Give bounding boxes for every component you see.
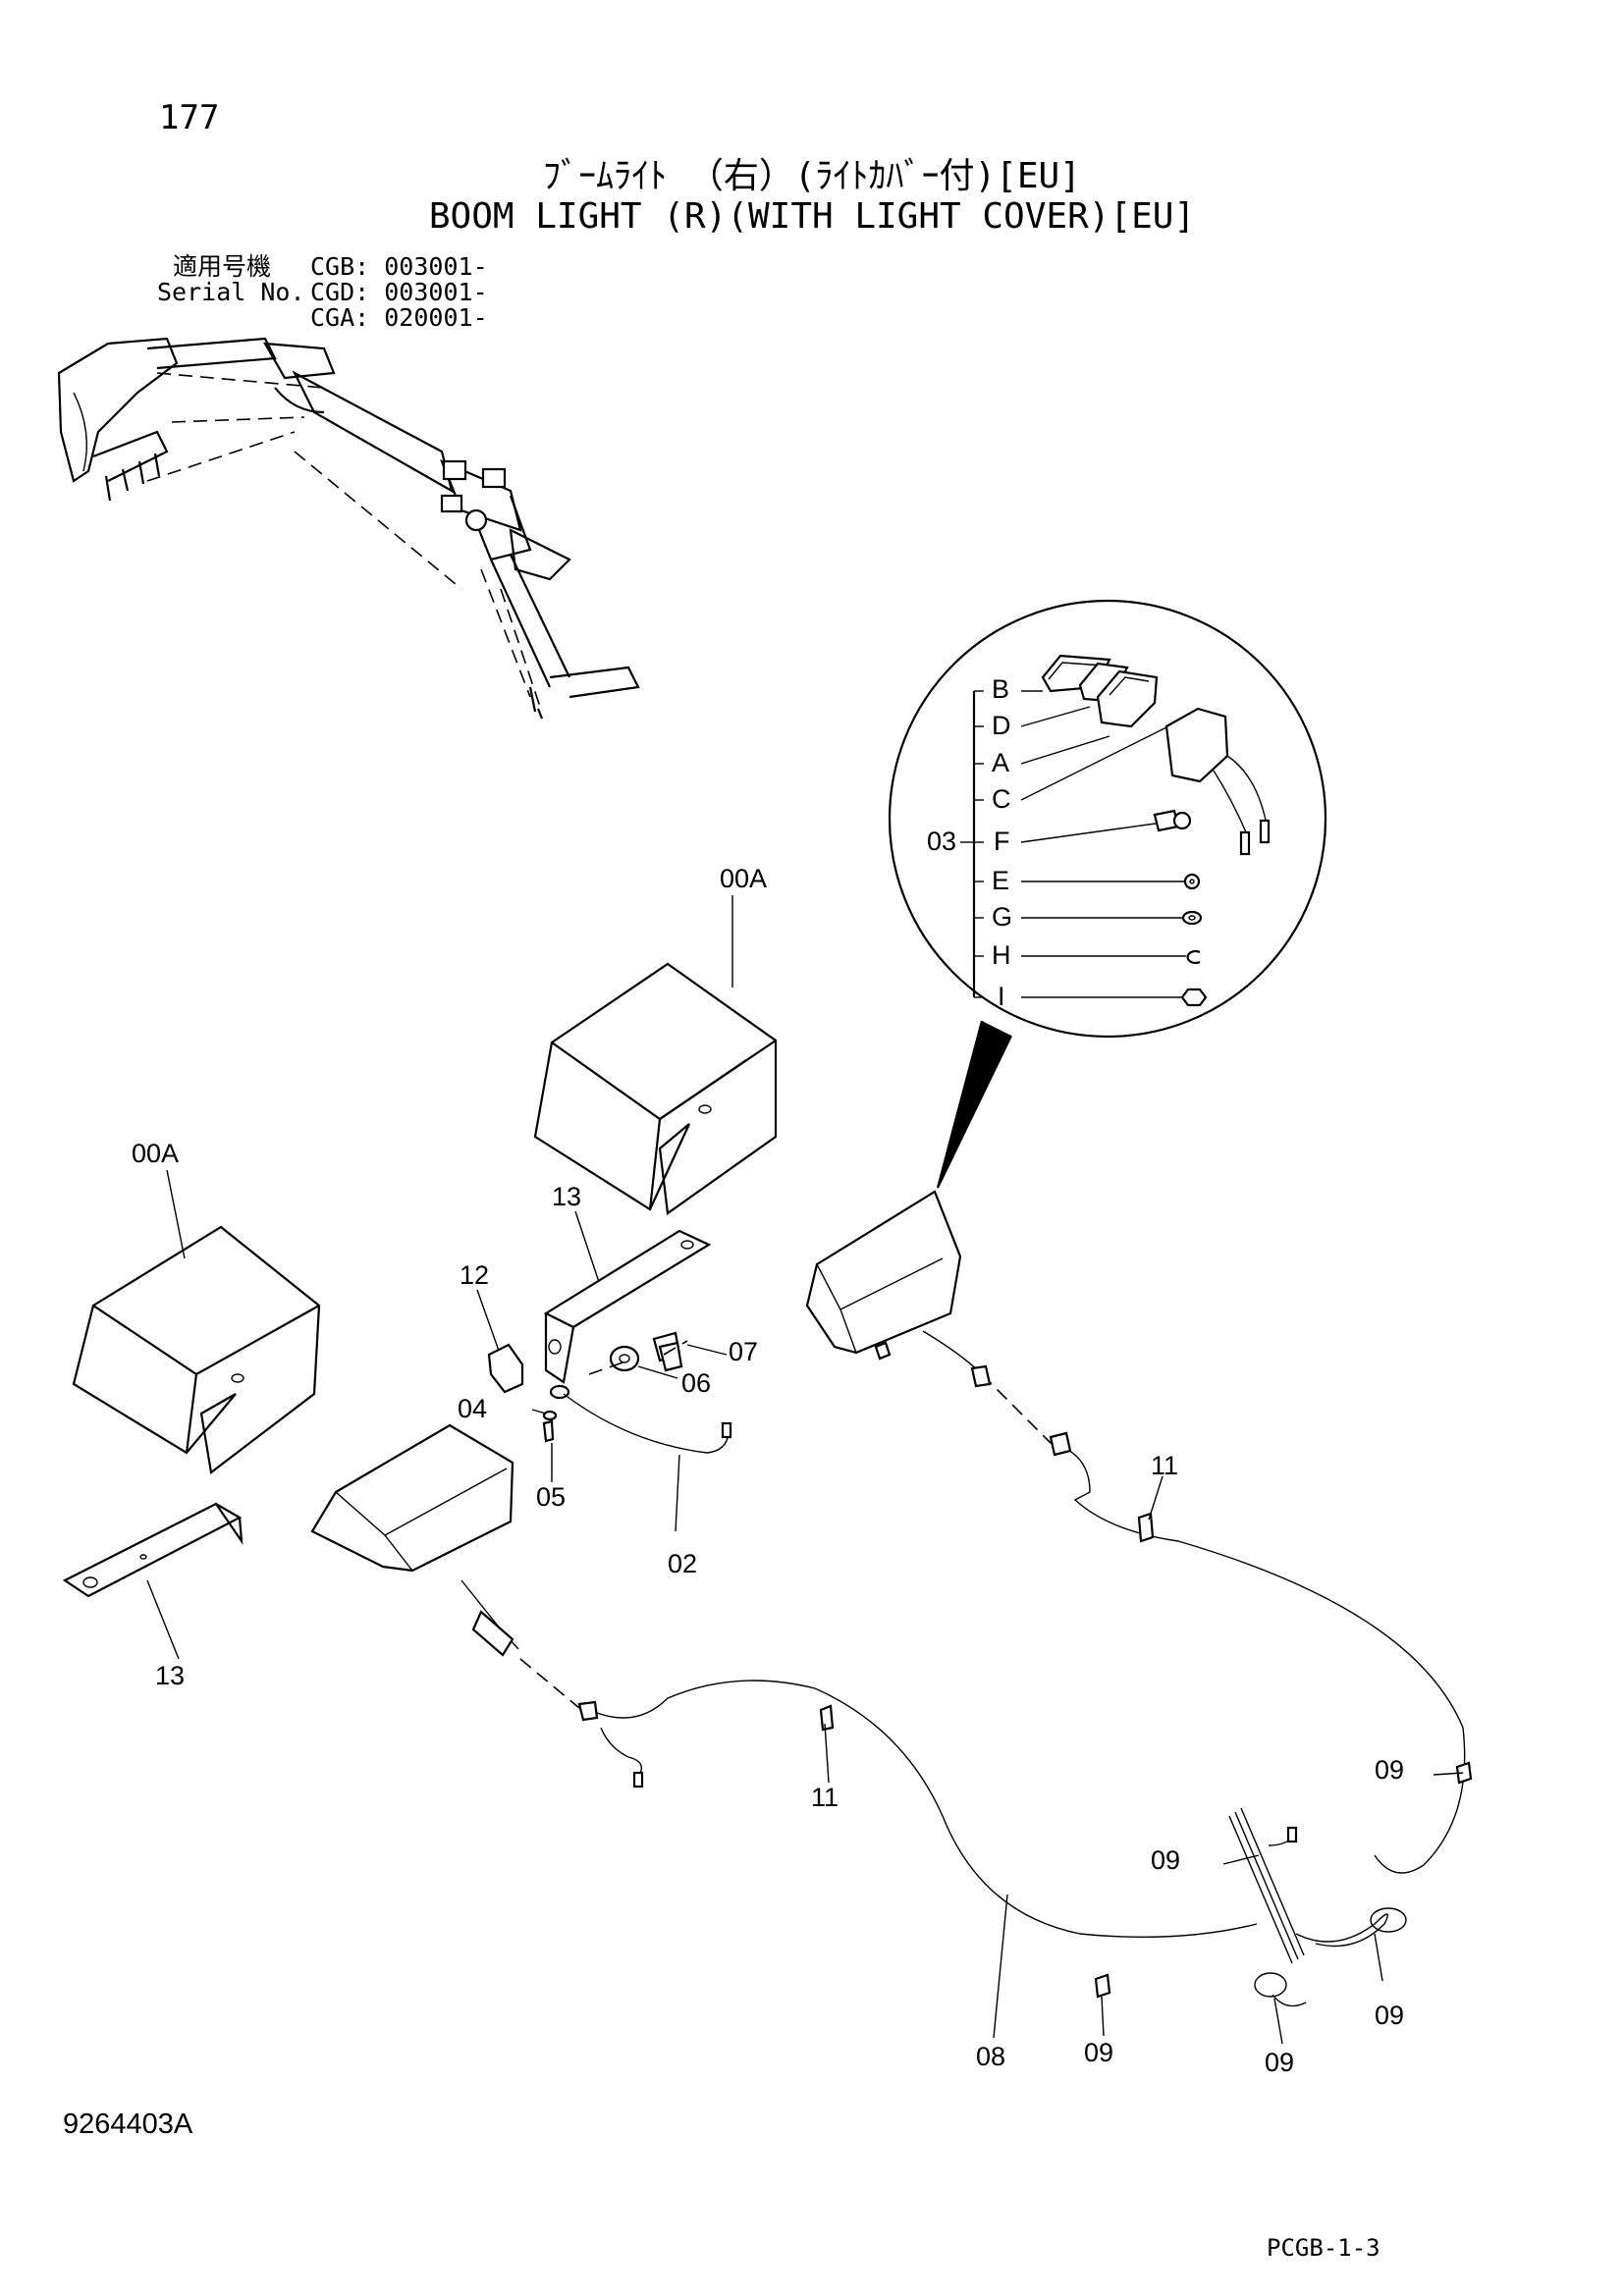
title-japanese: ﾌﾞｰﾑﾗｲﾄ （右）(ﾗｲﾄｶﾊﾞｰ付)[EU] [543, 156, 1081, 196]
applicable-label-jp: 適用号機 [173, 252, 272, 281]
upper-lamp-assembly [805, 1190, 1466, 1874]
upper-light-cover [533, 962, 778, 1215]
callout-cover-upper: 00A [720, 864, 768, 893]
serial-cgd: CGD: 003001- [310, 278, 488, 306]
applicable-label-en: Serial No. [157, 278, 305, 306]
callout-harness-08: 08 [976, 2042, 1006, 2071]
callout-bracket-upper: 13 [552, 1182, 582, 1211]
callout-part-06: 06 [681, 1368, 712, 1398]
callout-bracket-lower: 13 [155, 1661, 186, 1690]
callout-part-05: 05 [536, 1482, 567, 1512]
serial-cgb: CGB: 003001- [310, 252, 488, 281]
detail-label-h: H [992, 940, 1011, 970]
lower-lamp-assembly [310, 1423, 1258, 1939]
callout-part-07: 07 [729, 1337, 759, 1366]
callout-clip-11-left: 11 [811, 1783, 839, 1812]
callout-tie-09-d: 09 [1084, 2038, 1114, 2067]
lamp-detail-view [888, 599, 1327, 1189]
detail-group-label: 03 [927, 827, 957, 856]
drawing-number: 9264403A [63, 2109, 193, 2140]
detail-label-c: C [992, 784, 1011, 814]
upper-bracket [543, 1229, 712, 1384]
callout-part-04: 04 [458, 1394, 488, 1423]
callout-cover-left: 00A [132, 1139, 180, 1168]
callout-tie-09-b: 09 [1151, 1845, 1181, 1875]
callout-part-12: 12 [460, 1260, 490, 1290]
lower-light-cover [72, 1225, 321, 1474]
harness-bundle [819, 1512, 1473, 2007]
detail-label-i: I [998, 982, 1005, 1011]
lower-bracket [62, 1502, 244, 1598]
callout-part-02: 02 [668, 1549, 698, 1578]
callout-tie-09-c: 09 [1375, 2001, 1405, 2030]
callout-tie-09-a: 09 [1375, 1755, 1405, 1785]
serial-cga: CGA: 020001- [310, 303, 488, 332]
callout-clip-11-right: 11 [1151, 1451, 1179, 1480]
detail-label-f: F [994, 827, 1010, 856]
detail-label-e: E [992, 866, 1010, 895]
detail-label-a: A [992, 748, 1010, 777]
title-english: BOOM LIGHT (R)(WITH LIGHT COVER)[EU] [428, 196, 1196, 237]
detail-label-d: D [992, 711, 1011, 740]
callout-leaders [146, 895, 1464, 2045]
detail-label-g: G [992, 902, 1013, 932]
detail-label-b: B [992, 674, 1010, 704]
page-number: 177 [159, 98, 220, 137]
page-code: PCGB-1-3 [1267, 2234, 1380, 2262]
small-hardware [487, 1331, 732, 1454]
excavator-arm-overview [57, 337, 640, 720]
callout-tie-09-e: 09 [1265, 2048, 1295, 2077]
